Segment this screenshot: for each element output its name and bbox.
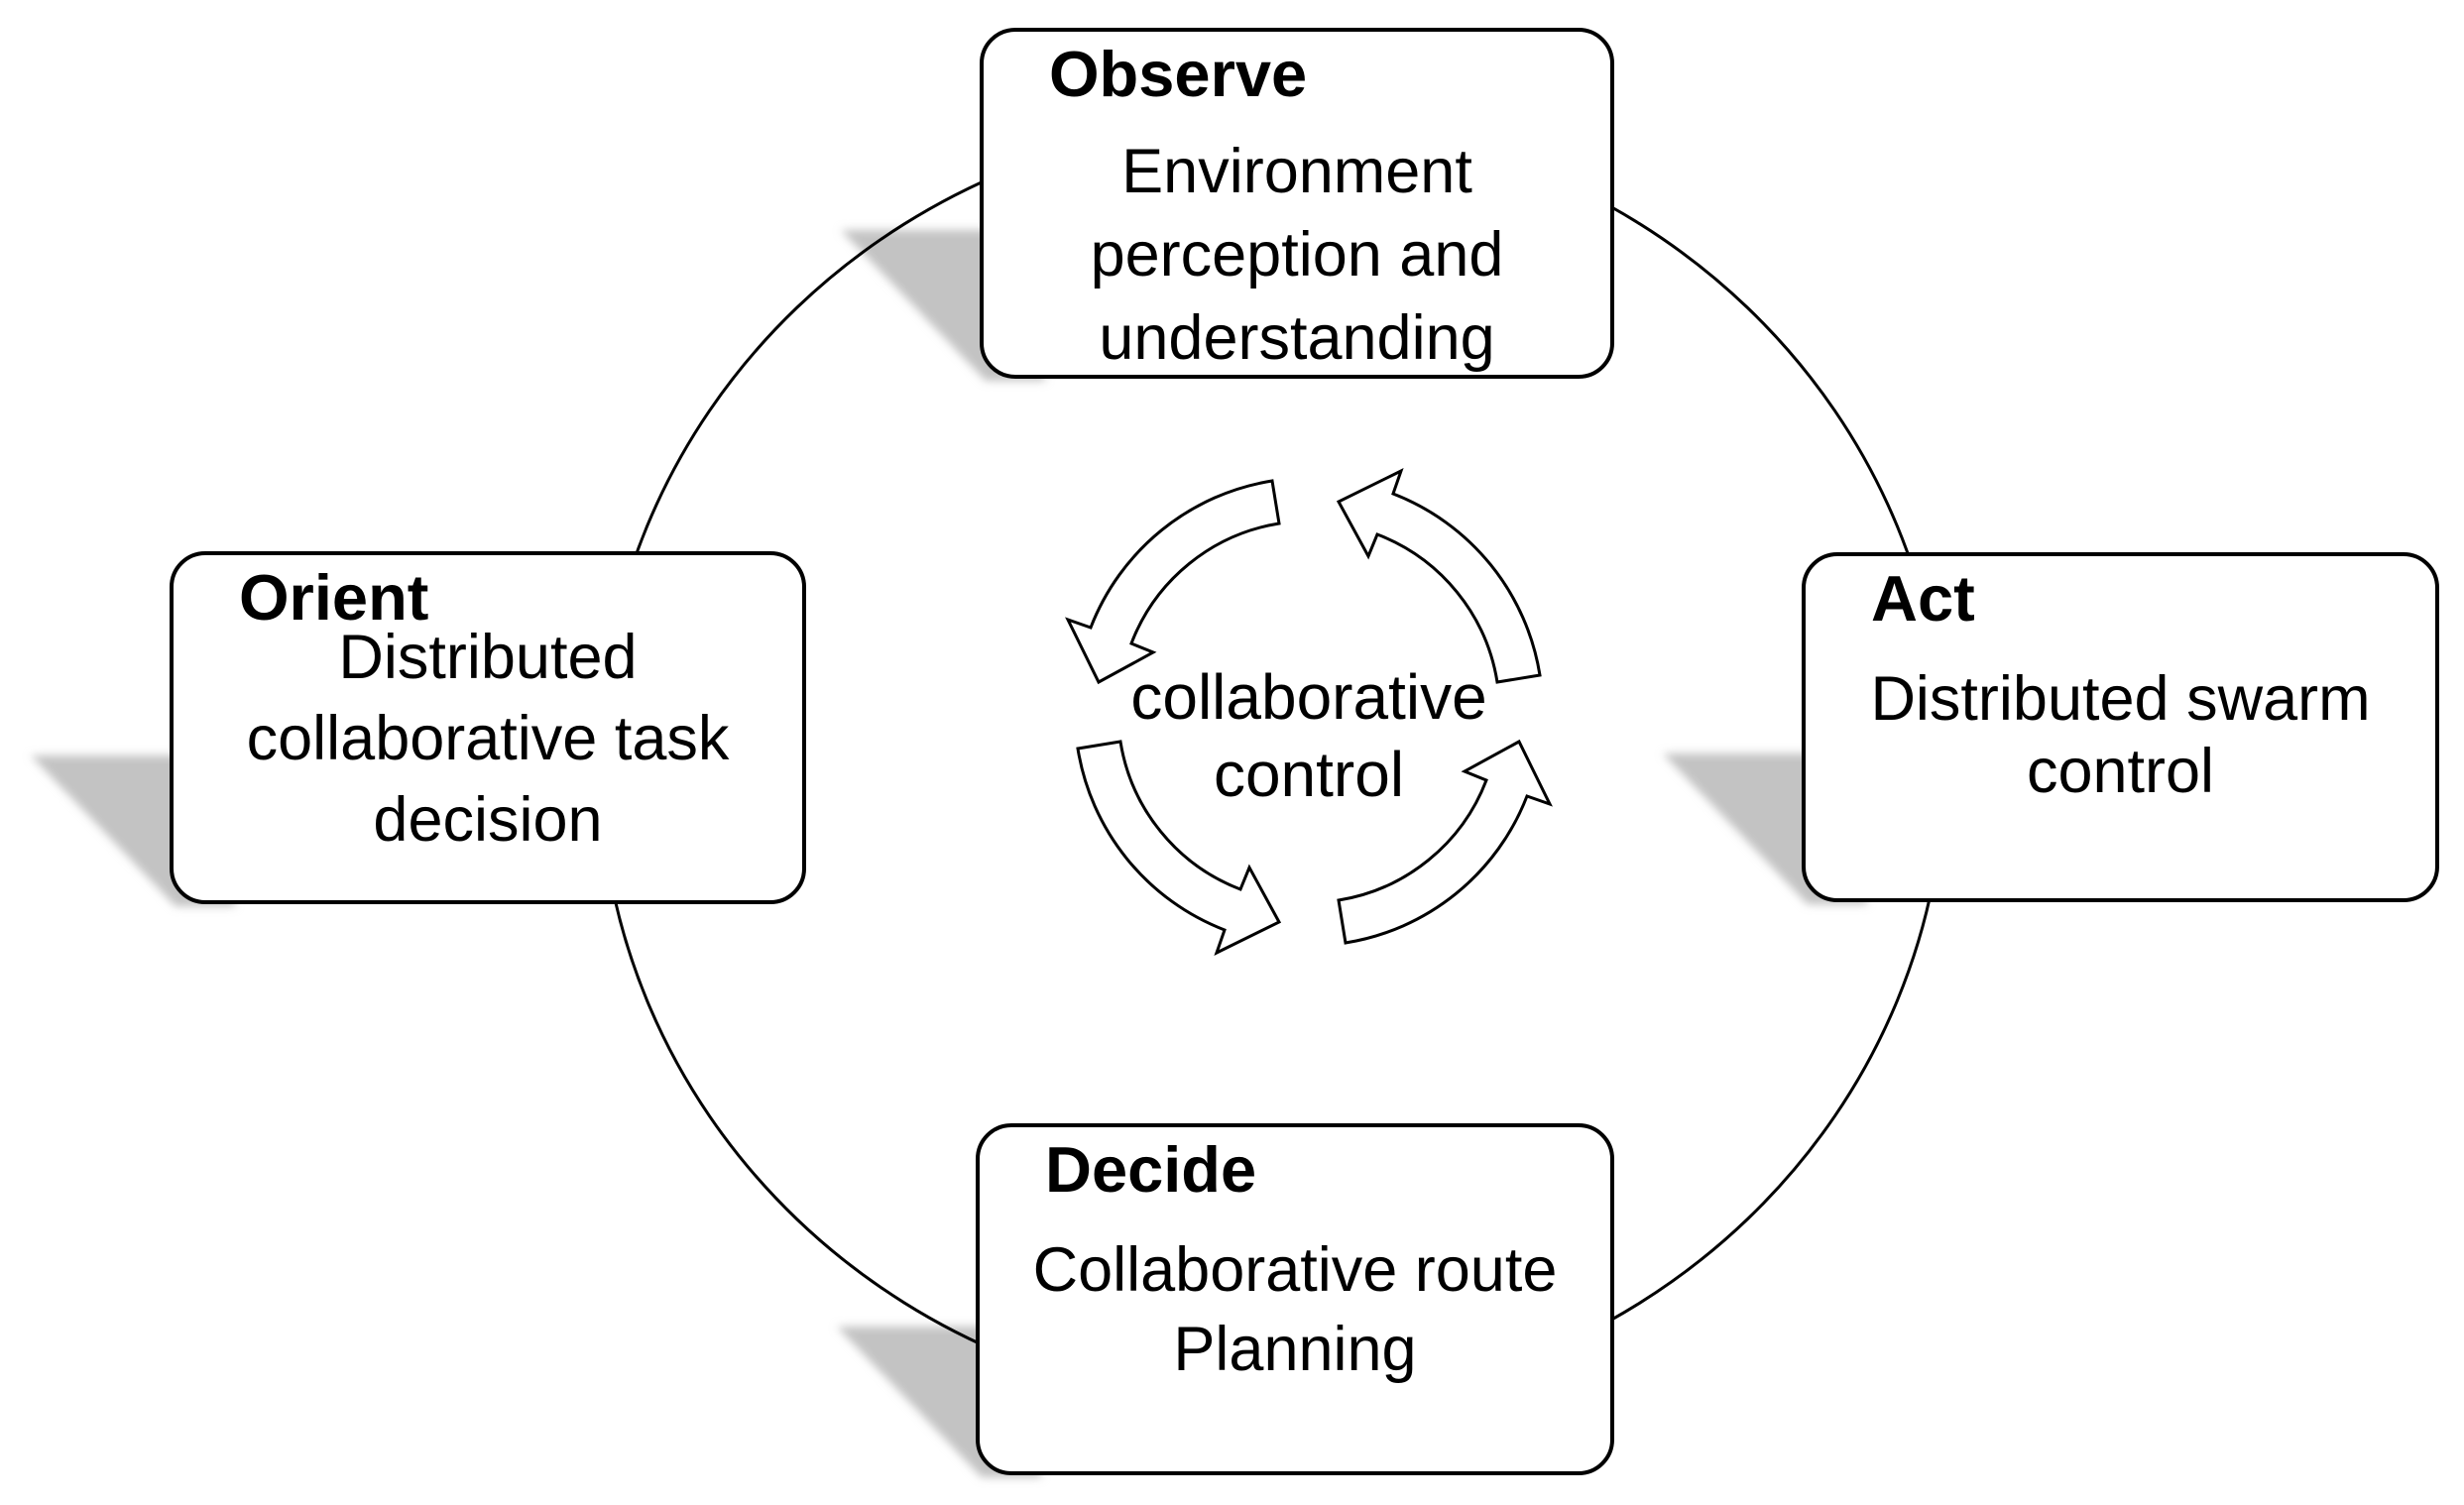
act-description-line: control [2026,737,2215,806]
cycle-arrow-top-right-icon [1336,468,1542,684]
orient-description-line: collaborative task [246,704,730,773]
decide-node: Decide Collaborative route Planning [976,1123,1614,1475]
observe-description-line: understanding [1099,303,1495,373]
orient-description: Distributed collaborative task decision [174,617,802,861]
decide-title: Decide [1045,1133,1257,1206]
observe-description-line: perception and [1090,220,1504,289]
orient-node: Orient Distributed collaborative task de… [170,551,806,904]
decide-description-line: Planning [1173,1315,1417,1384]
orient-description-line: Distributed [338,623,638,692]
orient-title: Orient [239,561,429,634]
observe-node: Observe Environment perception and under… [980,28,1614,379]
observe-description: Environment perception and understanding [984,130,1610,380]
cycle-arrow-bottom-left-icon [1076,740,1282,956]
center-label-line: control [1213,739,1405,810]
act-node: Act Distributed swarm control [1802,552,2439,902]
act-title: Act [1871,562,1975,635]
decide-description: Collaborative route Planning [980,1230,1610,1389]
act-description: Distributed swarm control [1806,663,2435,808]
orient-description-line: decision [373,785,603,855]
observe-description-line: Environment [1121,137,1472,206]
cycle-arrow-bottom-right-icon [1337,739,1553,945]
observe-title: Observe [1049,38,1308,110]
cycle-arrow-top-left-icon [1065,479,1281,685]
center-label-line: collaborative [1130,661,1487,733]
decide-description-line: Collaborative route [1032,1235,1558,1305]
center-label: collaborative control [962,658,1656,813]
act-description-line: Distributed swarm [1870,664,2371,734]
